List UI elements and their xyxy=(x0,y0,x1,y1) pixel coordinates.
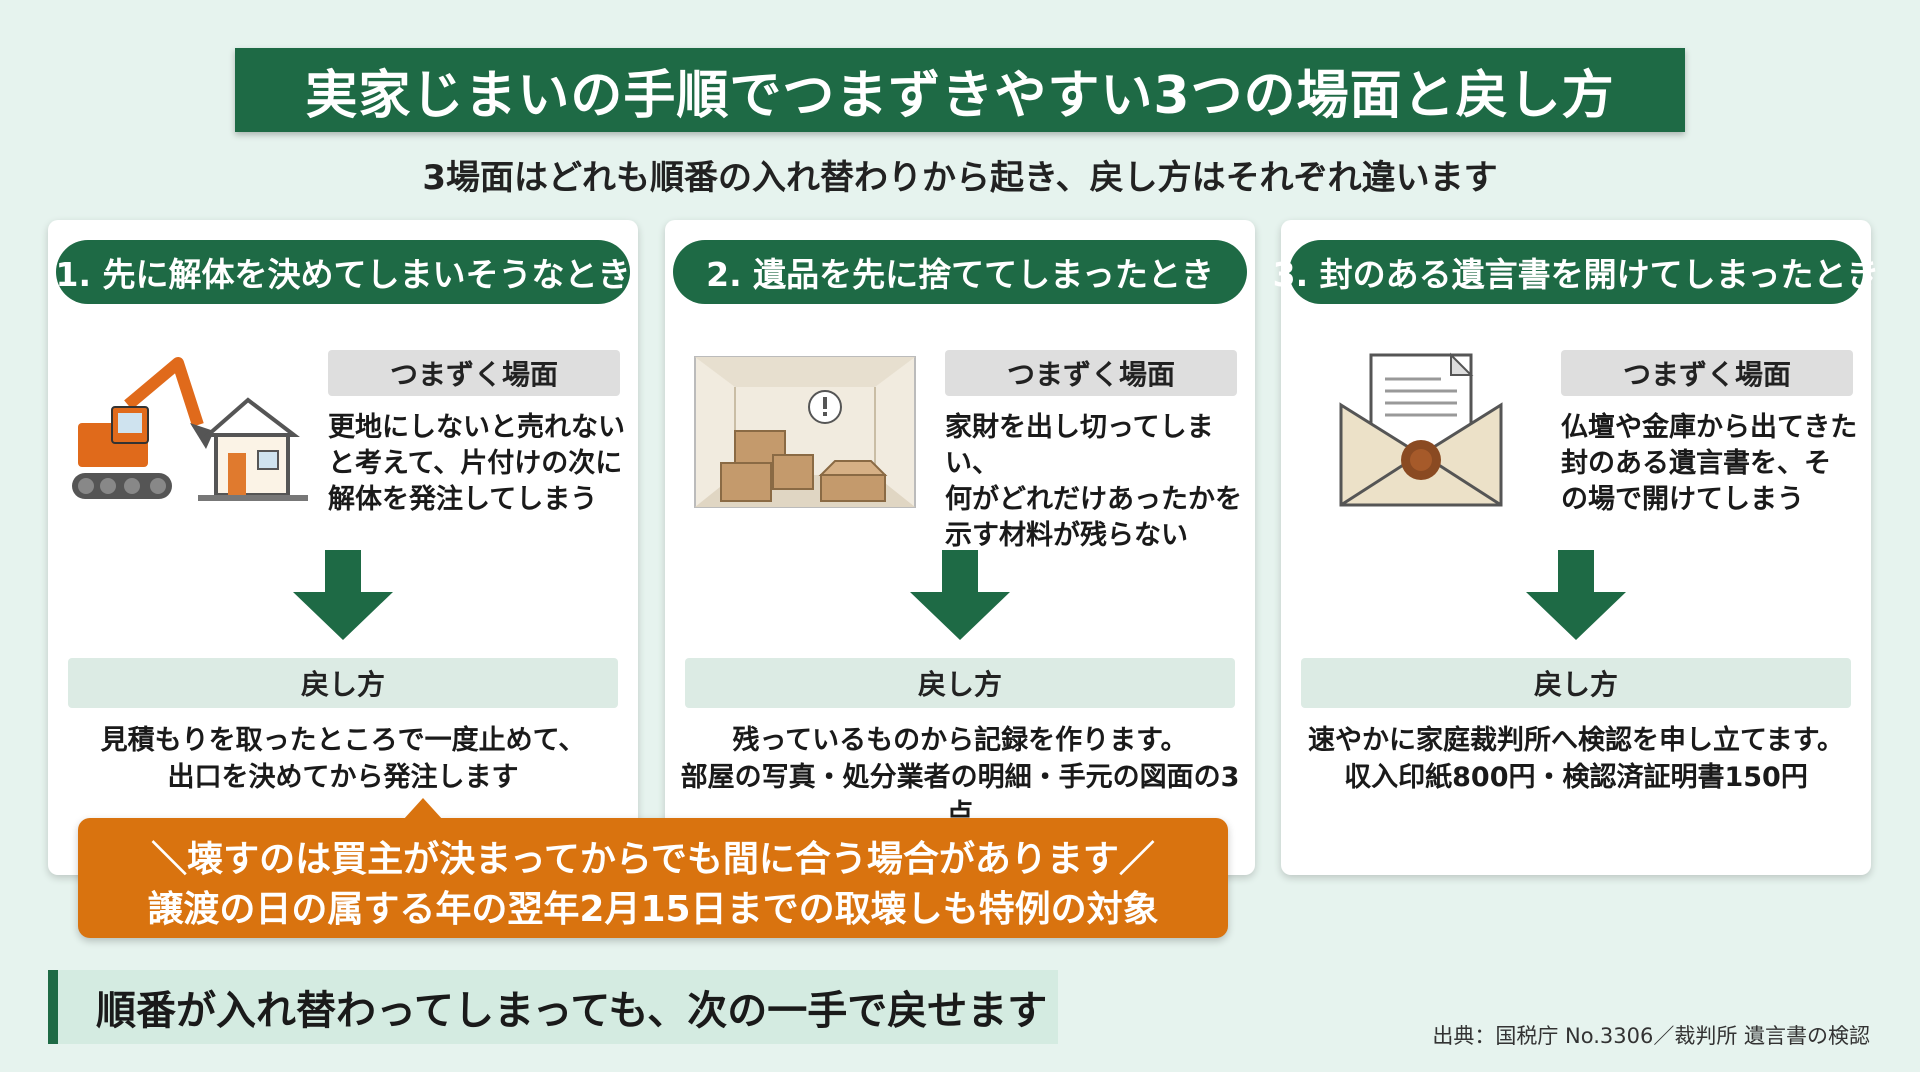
issue-label: つまずく場面 xyxy=(945,350,1237,396)
card-header: 1. 先に解体を決めてしまいそうなとき xyxy=(56,240,631,304)
issue-text: 仏壇や金庫から出てきた 封のある遺言書を、そ の場で開けてしまう xyxy=(1561,412,1858,515)
card-demolition: 1. 先に解体を決めてしまいそうなとき つまずく場面 更地にしないと売れない と… xyxy=(48,220,638,875)
footer-text: 順番が入れ替わってしまっても、次の一手で戻せます xyxy=(96,988,1048,1034)
fix-text: 速やかに家庭裁判所へ検認を申し立てます。 収入印紙800円・検認済証明書150円 xyxy=(1308,725,1844,793)
issue-text: 家財を出し切ってしまい、 何がどれだけあったかを 示す材料が残らない xyxy=(945,412,1242,551)
sealed-envelope-icon xyxy=(1339,352,1503,507)
empty-room-boxes-icon xyxy=(694,356,916,508)
down-arrow-icon xyxy=(1526,550,1626,640)
footer-message: 順番が入れ替わってしまっても、次の一手で戻せます xyxy=(48,970,1058,1044)
title-banner: 実家じまいの手順でつまずきやすい3つの場面と戻し方 xyxy=(235,48,1685,132)
down-arrow-icon xyxy=(910,550,1010,640)
card-header: 3. 封のある遺言書を開けてしまったとき xyxy=(1273,240,1879,304)
down-arrow-icon xyxy=(293,550,393,640)
source-citation: 出典：国税庁 No.3306／裁判所 遺言書の検認 xyxy=(1432,1024,1870,1048)
fix-text: 見積もりを取ったところで一度止めて、 出口を決めてから発注します xyxy=(100,725,586,793)
issue-label: つまずく場面 xyxy=(1561,350,1853,396)
card-will: 3. 封のある遺言書を開けてしまったとき つまずく場面 仏壇や金庫から出てきた … xyxy=(1273,220,1879,875)
excavator-house-icon xyxy=(72,357,308,501)
fix-label: 戻し方 xyxy=(1301,658,1851,708)
fix-label: 戻し方 xyxy=(68,658,618,708)
issue-label: つまずく場面 xyxy=(328,350,620,396)
callout-tail xyxy=(403,798,443,820)
page-title: 実家じまいの手順でつまずきやすい3つの場面と戻し方 xyxy=(305,65,1615,126)
card-belongings: 2. 遺品を先に捨ててしまったとき つまずく場面 家財を出し切ってしまい、 何が… xyxy=(665,220,1255,875)
fix-label: 戻し方 xyxy=(685,658,1235,708)
issue-text: 更地にしないと売れない と考えて、片付けの次に 解体を発注してしまう xyxy=(328,412,625,515)
callout-line-1: ＼壊すのは買主が決まってからでも間に合う場合があります／ xyxy=(151,839,1155,880)
special-rule-callout: ＼壊すのは買主が決まってからでも間に合う場合があります／ 譲渡の日の属する年の翌… xyxy=(78,798,1228,938)
fix-text: 残っているものから記録を作ります。 部屋の写真・処分業者の明細・手元の図面の3点 xyxy=(680,725,1240,830)
card-header: 2. 遺品を先に捨ててしまったとき xyxy=(673,240,1247,304)
callout-line-2: 譲渡の日の属する年の翌年2月15日までの取壊しも特例の対象 xyxy=(147,889,1159,930)
page-subtitle: 3場面はどれも順番の入れ替わりから起き、戻し方はそれぞれ違います xyxy=(422,158,1498,198)
